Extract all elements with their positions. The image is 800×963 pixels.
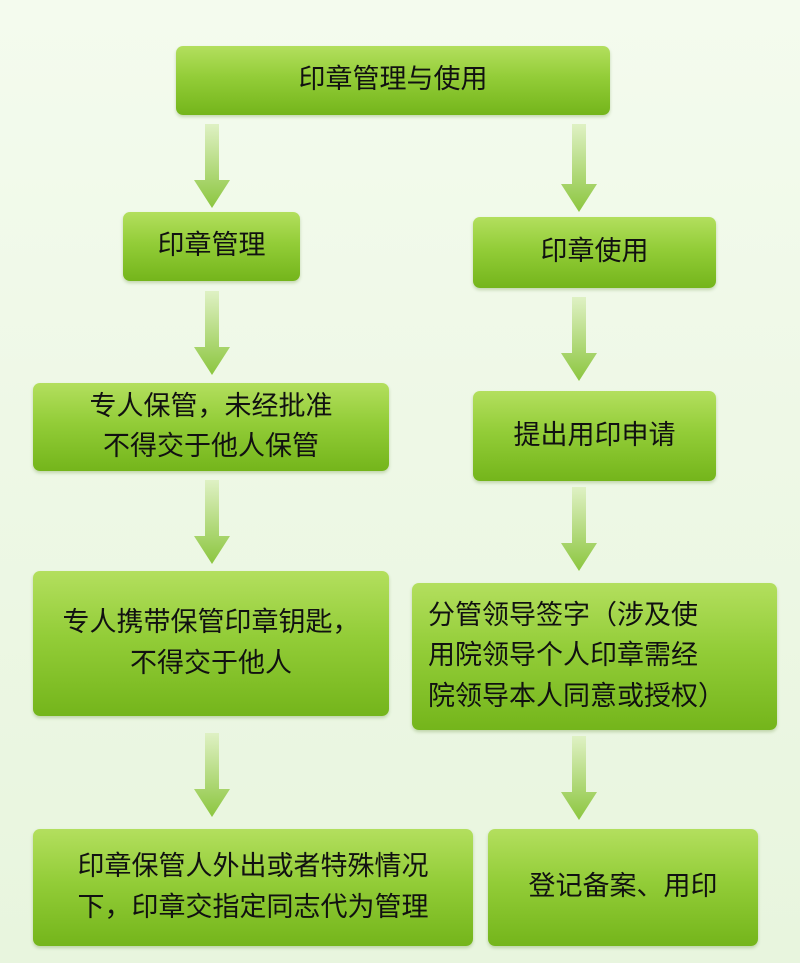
arrow-down-icon <box>561 297 597 381</box>
arrow-down-icon <box>194 733 230 817</box>
left-step-1: 专人保管，未经批准 不得交于他人保管 <box>33 383 389 471</box>
root-node: 印章管理与使用 <box>176 46 610 115</box>
right-step-3: 登记备案、用印 <box>488 829 758 946</box>
left-step-2: 专人携带保管印章钥匙， 不得交于他人 <box>33 571 389 716</box>
right-branch-title: 印章使用 <box>473 217 716 288</box>
left-step-1-text: 专人保管，未经批准 不得交于他人保管 <box>89 390 333 463</box>
left-branch-title-label: 印章管理 <box>157 230 266 262</box>
left-step-3-text: 印章保管人外出或者特殊情况 下，印章交指定同志代为管理 <box>77 851 429 923</box>
arrow-down-icon <box>561 124 597 212</box>
right-step-2: 分管领导签字（涉及使 用院领导个人印章需经 院领导本人同意或授权） <box>412 583 777 730</box>
arrow-down-icon <box>194 480 230 564</box>
arrow-down-icon <box>194 124 230 208</box>
right-step-3-text: 登记备案、用印 <box>528 871 718 903</box>
left-step-2-text: 专人携带保管印章钥匙， 不得交于他人 <box>62 607 360 679</box>
left-step-3: 印章保管人外出或者特殊情况 下，印章交指定同志代为管理 <box>33 829 473 946</box>
right-step-1-text: 提出用印申请 <box>513 419 676 451</box>
root-node-label: 印章管理与使用 <box>298 64 488 96</box>
arrow-down-icon <box>561 487 597 571</box>
right-step-2-text: 分管领导签字（涉及使 用院领导个人印章需经 院领导本人同意或授权） <box>428 599 725 712</box>
left-branch-title: 印章管理 <box>123 212 300 281</box>
right-step-1: 提出用印申请 <box>473 391 716 481</box>
right-branch-title-label: 印章使用 <box>540 236 649 268</box>
arrow-down-icon <box>561 736 597 820</box>
arrow-down-icon <box>194 291 230 375</box>
